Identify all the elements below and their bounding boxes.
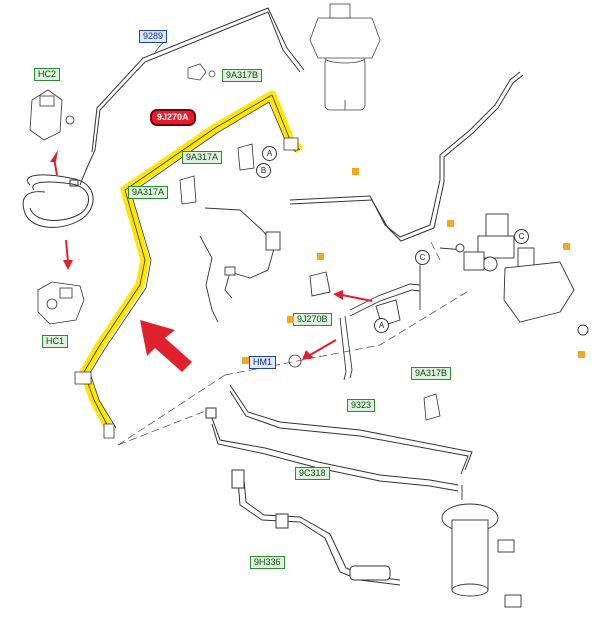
fuel-line-9323	[229, 384, 473, 475]
label-9a317b-bot: 9A317B	[411, 367, 452, 380]
callout-c-mid: C	[415, 250, 430, 265]
marker-2	[447, 220, 454, 227]
clips-9a317a	[179, 143, 255, 205]
callout-a-top: A	[262, 146, 277, 161]
grommet-hm1	[288, 354, 302, 368]
purge-valve-assembly	[439, 213, 589, 336]
filter-canister	[309, 3, 381, 111]
label-hc2: HC2	[34, 68, 61, 81]
label-9c318: 9C318	[295, 467, 330, 480]
big-red-arrow	[140, 320, 192, 372]
vapor-line	[289, 71, 524, 242]
bracket-hc2	[29, 89, 75, 141]
fuel-line-9289	[79, 7, 305, 186]
marker-1	[352, 168, 359, 175]
label-9j270a: 9J270A	[150, 109, 196, 126]
label-9a317a-1: 9A317A	[182, 151, 223, 164]
marker-6	[242, 357, 249, 364]
dashed-reference-lines	[117, 239, 471, 446]
label-9a317a-2: 9A317A	[128, 186, 169, 199]
clip-9a317b-top	[187, 63, 216, 81]
fuel-line-9j270a-highlight	[74, 90, 304, 439]
marker-4	[317, 253, 324, 260]
label-9323: 9323	[347, 399, 376, 412]
label-9289: 9289	[139, 30, 168, 43]
callout-a-mid: A	[374, 318, 389, 333]
label-9h336: 9H336	[250, 556, 285, 569]
label-9j270b: 9J270B	[293, 313, 332, 326]
wiring-harness	[199, 207, 281, 323]
red-arrows	[50, 150, 373, 360]
fuel-line-9h336	[231, 469, 401, 586]
clip-9a317b-bottom	[423, 393, 441, 421]
bracket-hc1	[37, 281, 85, 325]
callout-c-right: C	[514, 229, 529, 244]
label-9a317b-top: 9A317B	[222, 69, 263, 82]
callout-b: B	[256, 163, 271, 178]
marker-3	[563, 243, 570, 250]
marker-7	[578, 351, 585, 358]
label-hm1: HM1	[249, 356, 277, 369]
hose-coil	[22, 174, 94, 228]
marker-5	[287, 316, 294, 323]
fuel-pump-module	[441, 485, 522, 608]
label-hc1: HC1	[42, 335, 69, 348]
